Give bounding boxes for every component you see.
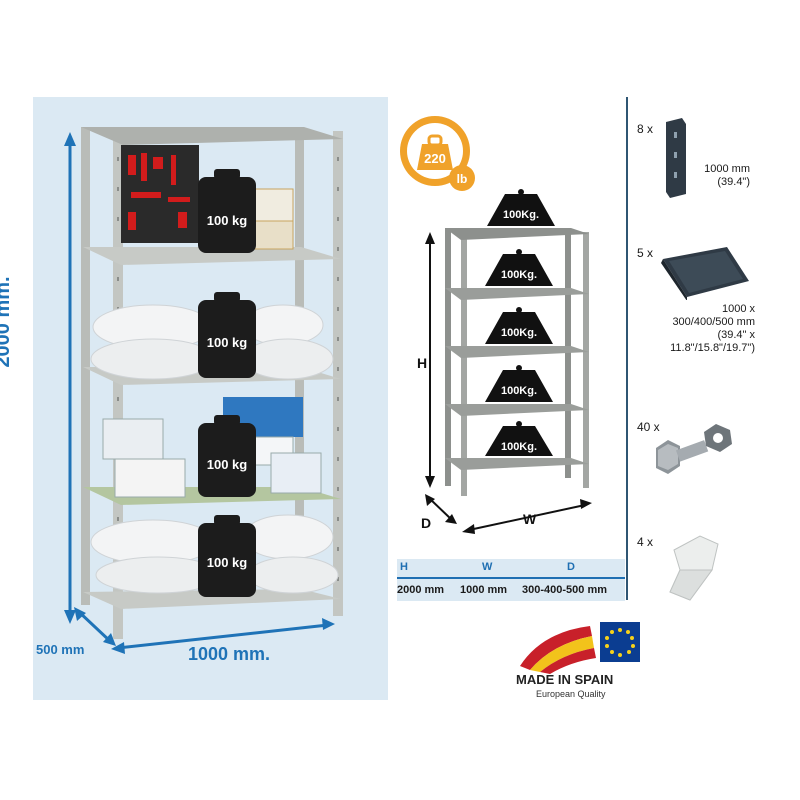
shelf-panel-icon [661, 247, 749, 300]
dim-value-h: 2000 mm [397, 584, 445, 596]
shelf-depths: 300/400/500 mm [672, 316, 755, 328]
diagram-d-label: D [421, 515, 431, 531]
dim-value-w: 1000 mm [460, 584, 508, 596]
shelving-unit-illustration: 100 kg 100 kg 100 kg 100 kg [64, 127, 343, 654]
column-divider [626, 97, 628, 600]
bolt-nut-icon [656, 424, 732, 474]
weight-icon: 100Kg. [485, 249, 553, 286]
weight-icon: 100 kg [198, 415, 256, 497]
shelf-width: 1000 x [721, 303, 755, 315]
dim-value-d: 300-400-500 mm [522, 584, 608, 596]
dimensions-header-row: H W D [397, 559, 625, 577]
dim-header-w: W [482, 561, 493, 573]
capacity-unit: lb [457, 172, 468, 186]
diagram-weight-4: 100Kg. [501, 385, 537, 397]
plastic-foot-icon [669, 535, 719, 601]
component-qty-feet: 4 x [637, 535, 654, 549]
diagram-h-label: H [417, 355, 427, 371]
shelf-width-inches: (39.4" x [717, 329, 755, 341]
shelf-weight-4: 100 kg [207, 555, 248, 570]
width-dimension-label: 1000 mm. [188, 644, 271, 664]
component-desc-upright: 1000 mm (39.4") [680, 163, 750, 189]
component-qty-upright: 8 x [637, 122, 654, 136]
shelf-weight-1: 100 kg [207, 213, 248, 228]
made-in-spain-title: MADE IN SPAIN [516, 672, 613, 687]
weight-capacity-badge: 220 lb [400, 116, 475, 191]
weight-icon: 100Kg. [487, 189, 555, 226]
diagram-weight-1: 100Kg. [503, 209, 539, 221]
weight-icon: 100 kg [198, 169, 256, 253]
dim-header-d: D [567, 561, 575, 573]
weight-icon: 100Kg. [485, 365, 553, 402]
diagram-weight-3: 100Kg. [501, 327, 537, 339]
dimensions-value-row: 2000 mm 1000 mm 300-400-500 mm [397, 577, 625, 601]
dim-header-h: H [400, 561, 408, 573]
depth-dimension-label: 500 mm [36, 642, 85, 657]
component-qty-shelf: 5 x [637, 246, 654, 260]
made-in-spain-logo: MADE IN SPAIN European Quality [516, 622, 640, 699]
capacity-value: 220 [424, 151, 446, 166]
shelf-depths-inches: 11.8"/15.8"/19.7") [670, 342, 755, 354]
shelf-weight-2: 100 kg [207, 335, 248, 350]
upright-length: 1000 mm [704, 163, 750, 175]
diagram-weight-2: 100Kg. [501, 269, 537, 281]
upright-length-inches: (39.4") [717, 176, 750, 188]
shelving-diagram: H D W 100Kg. 100Kg. 100Kg. 100Kg. 100 [417, 189, 592, 534]
weight-icon: 100Kg. [485, 307, 553, 344]
weight-icon: 100 kg [198, 292, 256, 378]
made-in-spain-subtitle: European Quality [536, 689, 606, 699]
weight-icon: 100 kg [198, 515, 256, 597]
shelf-weight-3: 100 kg [207, 457, 248, 472]
height-dimension-label: 2000 mm. [0, 276, 14, 368]
diagram-weight-5: 100Kg. [501, 441, 537, 453]
upright-post-icon [666, 118, 686, 198]
component-qty-bolts: 40 x [637, 420, 660, 434]
diagram-w-label: W [523, 511, 537, 527]
weight-icon: 100Kg. [485, 421, 553, 456]
component-desc-shelf: 1000 x 300/400/500 mm (39.4" x 11.8"/15.… [640, 303, 755, 355]
